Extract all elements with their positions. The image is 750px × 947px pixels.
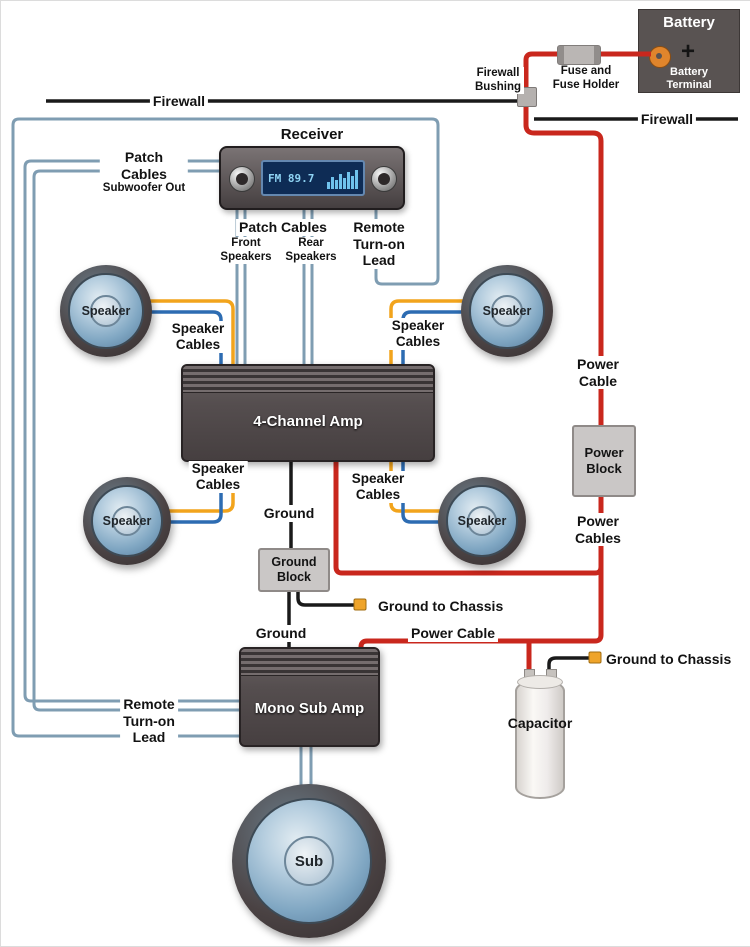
ground-chassis-1-path <box>296 587 354 607</box>
label-ground-to-chassis-1: Ground to Chassis <box>375 598 507 615</box>
heatsink-fins-icon <box>241 649 378 676</box>
speaker-label: Speaker <box>482 304 532 318</box>
receiver-knob-left-icon <box>229 166 255 192</box>
label-speaker-cables-tr: Speaker Cables <box>388 318 448 350</box>
capacitor-top-icon <box>517 675 563 689</box>
subwoofer: Sub <box>232 784 386 938</box>
subwoofer-patch-cable-1-path <box>23 159 241 703</box>
speaker-bottom-left: Speaker <box>83 477 171 565</box>
br-speaker-wire-blue-path <box>401 456 482 524</box>
knob-center-icon <box>236 173 248 185</box>
four-channel-amp-label: 4-Channel Amp <box>253 413 363 430</box>
frequency-readout: FM 89.7 <box>268 171 315 185</box>
label-power-cable: Power Cable <box>573 356 623 390</box>
speaker-cone-icon <box>68 273 144 349</box>
ground-block: Ground Block <box>258 548 330 592</box>
mono-sub-amp-label: Mono Sub Amp <box>254 700 365 717</box>
ring-terminal-icon <box>649 46 671 68</box>
mono-sub-amp: Mono Sub Amp <box>239 647 380 747</box>
capacitor <box>515 667 565 805</box>
speaker-top-right: Speaker <box>461 265 553 357</box>
speaker-label: Speaker <box>81 304 131 318</box>
label-ground-to-chassis-2: Ground to Chassis <box>603 651 735 668</box>
label-speaker-cables-br: Speaker Cables <box>348 471 408 503</box>
tl-speaker-wire-blue-path <box>106 310 223 364</box>
bl-speaker-wire-blue-path <box>127 456 223 524</box>
signal-bars-icon <box>327 167 358 189</box>
chassis-connector-2-icon <box>588 651 602 664</box>
speaker-dustcap-icon <box>111 505 143 537</box>
br-speaker-wire-yellow-path <box>389 456 482 513</box>
sub-label: Sub <box>294 852 324 870</box>
four-channel-amp: 4-Channel Amp <box>181 364 435 462</box>
speaker-dustcap-icon <box>491 295 523 327</box>
label-capacitor: Capacitor <box>507 715 573 731</box>
ground-chassis-capacitor-path <box>547 656 589 669</box>
speaker-label: Speaker <box>102 514 152 528</box>
bl-speaker-wire-yellow-path <box>127 456 235 513</box>
label-remote-turn-on-bottom: Remote Turn-on Lead <box>120 696 178 746</box>
label-receiver: Receiver <box>277 126 347 144</box>
power-block: Power Block <box>572 425 636 497</box>
label-front-speakers: Front Speakers <box>217 237 275 265</box>
battery-terminal-label: Battery Terminal <box>666 66 712 91</box>
label-fuse-holder: Fuse and Fuse Holder <box>549 65 623 93</box>
label-patch-cables-center: Patch Cables <box>236 219 330 236</box>
speaker-dustcap-icon <box>466 505 498 537</box>
remote-turn-on-lead-path <box>11 117 440 738</box>
tl-speaker-wire-yellow-path <box>106 299 235 364</box>
label-ground-top: Ground <box>260 505 318 522</box>
label-power-cable-h: Power Cable <box>407 625 499 642</box>
label-rear-speakers: Rear Speakers <box>282 237 340 265</box>
speaker-dustcap-icon <box>283 835 335 887</box>
label-remote-turn-on-top: Remote Turn-on Lead <box>350 219 408 269</box>
label-patch-cables-subwoofer: Patch Cables Subwoofer Out <box>99 149 189 196</box>
tr-speaker-wire-yellow-path <box>389 299 507 364</box>
power-cable-main-path <box>523 51 651 425</box>
battery-plus-sign: + <box>681 38 696 65</box>
knob-center-icon <box>378 173 390 185</box>
receiver: FM 89.7 <box>219 146 405 210</box>
chassis-connector-1-icon <box>353 598 367 611</box>
ring-terminal-hole-icon <box>656 53 662 59</box>
speaker-dustcap-icon <box>90 295 122 327</box>
label-power-cables: Power Cables <box>572 513 624 547</box>
label-speaker-cables-bl: Speaker Cables <box>188 461 248 493</box>
fuse-holder-icon <box>557 45 601 65</box>
receiver-knob-right-icon <box>371 166 397 192</box>
subwoofer-patch-cable-2-path <box>32 169 241 712</box>
label-speaker-cables-tl: Speaker Cables <box>168 321 228 353</box>
receiver-display: FM 89.7 <box>261 160 365 196</box>
label-firewall-left: Firewall <box>149 93 209 110</box>
heatsink-fins-icon <box>183 366 433 393</box>
label-firewall-bushing: Firewall Bushing <box>472 67 524 95</box>
speaker-top-left: Speaker <box>60 265 152 357</box>
label-ground-mid: Ground <box>252 625 310 642</box>
capacitor-body-icon <box>515 679 565 799</box>
battery-box: Battery + Battery Terminal <box>638 9 740 93</box>
battery-label: Battery <box>663 14 715 31</box>
speaker-label: Speaker <box>457 514 507 528</box>
speaker-bottom-right: Speaker <box>438 477 526 565</box>
label-firewall-right: Firewall <box>637 111 697 128</box>
